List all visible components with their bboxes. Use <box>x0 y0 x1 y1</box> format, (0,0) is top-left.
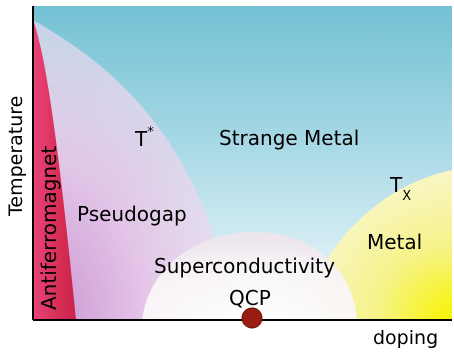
superconductivity-dome <box>142 232 357 320</box>
pseudogap-label: Pseudogap <box>77 202 187 226</box>
t-x-base: T <box>389 173 403 197</box>
qcp-label: QCP <box>229 286 271 310</box>
antiferromagnet-label: Antiferromagnet <box>37 146 61 310</box>
pseudogap-region <box>33 20 238 320</box>
t-x-label: TX <box>389 173 411 204</box>
t-star-base: T <box>134 127 148 151</box>
t-star-superscript: * <box>147 125 154 140</box>
superconductivity-label: Superconductivity <box>154 254 335 278</box>
t-star-label: T* <box>134 125 154 151</box>
t-x-subscript: X <box>402 189 411 204</box>
x-axis-label: doping <box>373 327 438 349</box>
metal-label: Metal <box>367 230 422 254</box>
y-axis-label: Temperature <box>5 96 27 217</box>
qcp-point <box>241 307 263 329</box>
antiferromagnet-region <box>33 20 76 320</box>
strange-metal-label: Strange Metal <box>219 126 359 150</box>
